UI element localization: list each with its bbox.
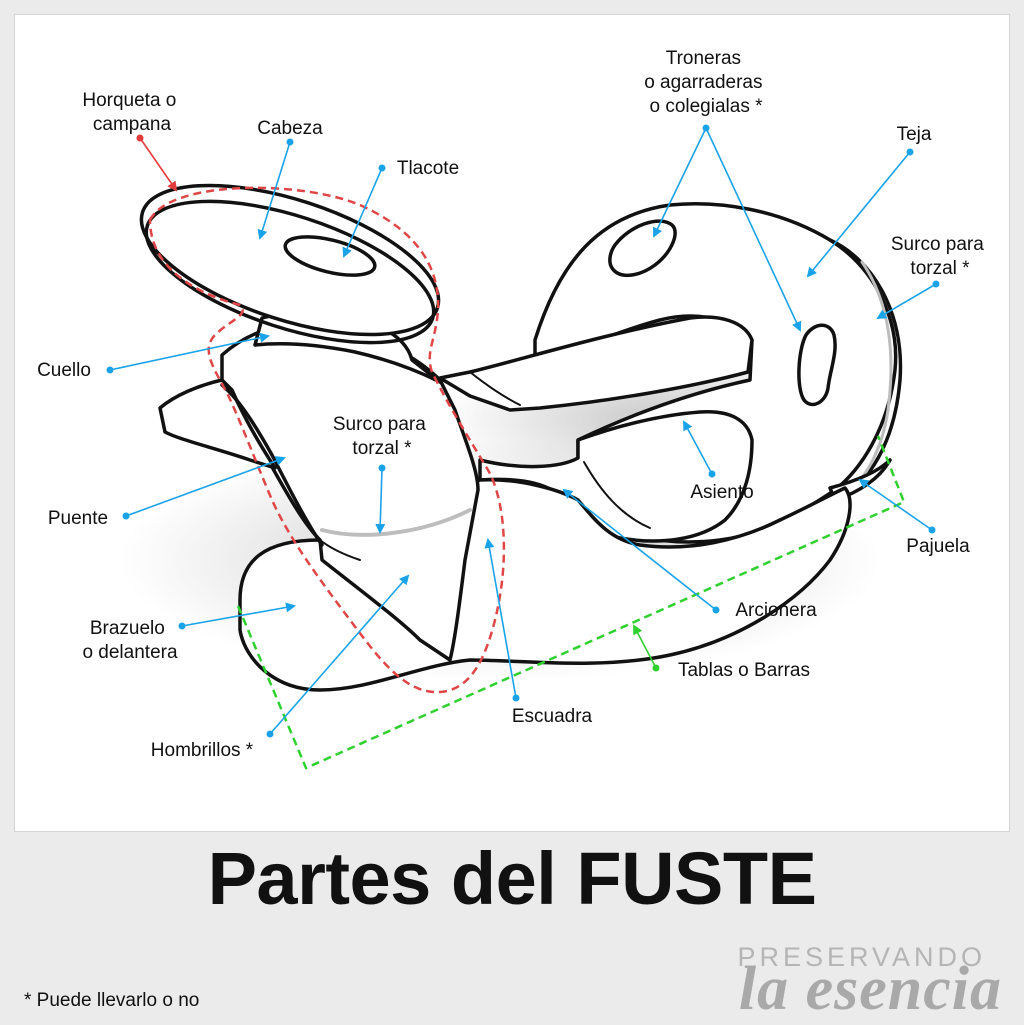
label-tablas: Tablas o Barras — [678, 660, 810, 681]
label-arcionera: Arcionera — [735, 600, 817, 621]
label-teja: Teja — [897, 124, 932, 145]
horqueta-outline — [148, 186, 506, 694]
tlacote — [283, 235, 377, 277]
tablas-bracket — [236, 435, 906, 770]
label-cuello: Cuello — [37, 360, 91, 381]
label-horqueta: Horqueta o campana — [82, 90, 181, 135]
rear-bar — [438, 315, 754, 412]
label-brazuelo: Brazuelo o delantera — [82, 618, 178, 663]
tronera-right — [797, 323, 837, 407]
page-title: Partes del FUSTE — [207, 837, 817, 920]
front-groove — [320, 508, 472, 537]
label-tlacote: Tlacote — [397, 158, 459, 179]
brand-logo-top: PRESERVANDO — [737, 942, 986, 972]
label-puente: Puente — [48, 508, 108, 529]
label-surco-trasero: Surco para torzal * — [891, 234, 989, 279]
label-hombrillos: Hombrillos * — [151, 740, 254, 761]
footnote: * Puede llevarlo o no — [24, 990, 200, 1011]
label-troneras: Troneras o agarraderas o colegialas * — [644, 48, 768, 117]
label-escuadra: Escuadra — [512, 706, 593, 727]
labels: Horqueta o campana Cabeza Tlacote Troner… — [37, 48, 989, 761]
puente — [158, 378, 277, 470]
label-cabeza: Cabeza — [257, 118, 323, 139]
rear-groove — [844, 260, 893, 497]
brand-logo-main: la esencia — [738, 955, 1002, 1023]
saddle-tree-illustration — [139, 183, 903, 692]
leader-lines — [106, 124, 940, 738]
label-asiento: Asiento — [690, 482, 753, 503]
horn-cap-underside — [144, 199, 436, 345]
label-pajuela: Pajuela — [906, 536, 970, 557]
label-surco-delantero: Surco para torzal * — [333, 414, 431, 459]
